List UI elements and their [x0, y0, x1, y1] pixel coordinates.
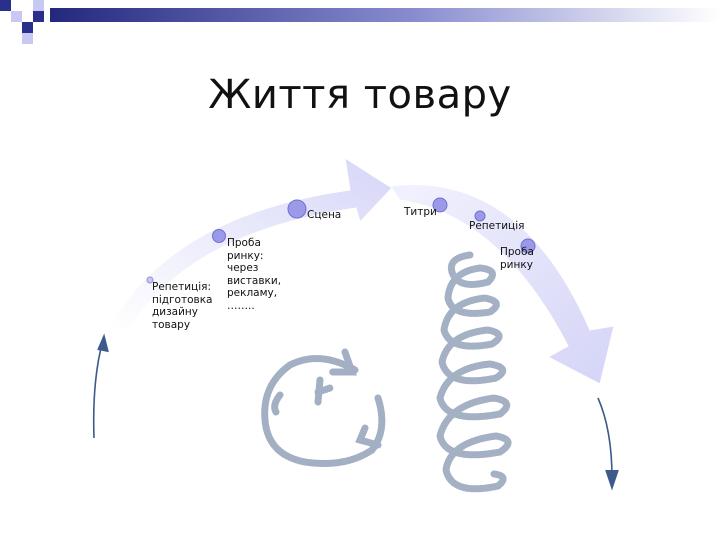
- node-scene: [288, 200, 306, 218]
- node-market-test-channels: [213, 230, 226, 243]
- label-market-test-channels: Проба ринку: через виставки, рекламу, ………: [227, 237, 281, 312]
- left-up-arrow: [94, 336, 108, 438]
- label-scene: Сцена: [307, 209, 341, 222]
- label-titles: Титри: [404, 206, 437, 219]
- label-market-test: Проба ринку: [500, 246, 534, 271]
- right-down-arrow: [598, 398, 618, 488]
- label-rehearsal: Репетиція: [469, 220, 524, 233]
- clock-scribble-icon: [265, 352, 382, 464]
- spring-scribble-icon: [440, 255, 508, 489]
- label-rehearsal-design: Репетиція: підготовка дизайну товару: [152, 281, 213, 331]
